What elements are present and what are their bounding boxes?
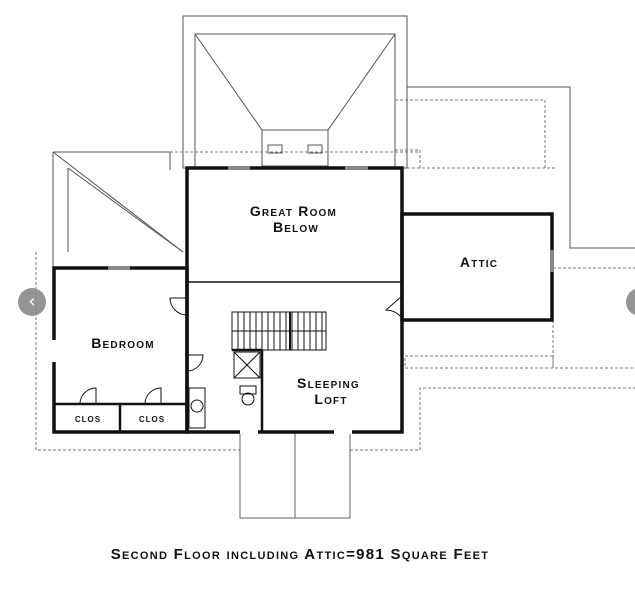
roof-outline: [52, 15, 635, 268]
doors: [79, 295, 403, 405]
chevron-left-icon: ‹: [28, 291, 36, 312]
bath-fixtures: [188, 351, 261, 429]
bedroom-label: Bedroom: [91, 335, 155, 351]
sleeping-loft-label: Sleeping Loft: [297, 375, 365, 407]
dashed-overhang: [35, 99, 635, 451]
closet-right-label: clos: [139, 413, 165, 425]
next-image-button[interactable]: ›: [626, 288, 635, 316]
closet-left-label: clos: [75, 413, 101, 425]
great-room-label: Great Room Below: [250, 203, 342, 235]
stair: [231, 311, 327, 351]
floor-caption: Second Floor including Attic=981 Square …: [110, 546, 490, 563]
window-sills: [108, 166, 554, 272]
porch-outline: [239, 431, 351, 519]
windows: [52, 166, 554, 434]
previous-image-button[interactable]: ‹: [18, 288, 46, 316]
attic-label: Attic: [460, 254, 498, 270]
